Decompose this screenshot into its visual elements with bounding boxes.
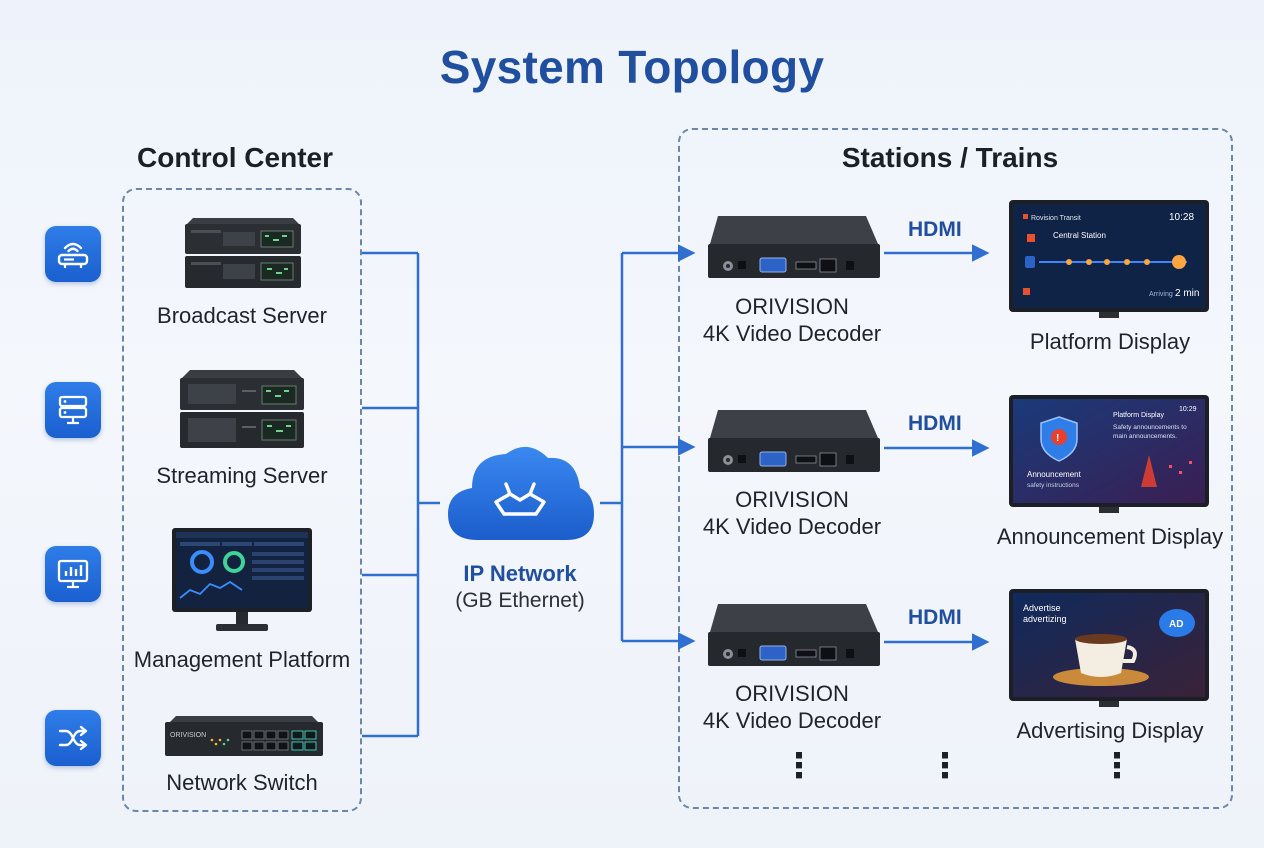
screen-time-text: 10:28	[1169, 212, 1194, 223]
ad-badge-text: AD	[1169, 619, 1183, 630]
decoder-brand-label: ORIVISION	[735, 294, 849, 319]
ip-network-label: IP Network	[463, 561, 577, 586]
screen-eta-text: 2 min	[1175, 288, 1199, 299]
broadcast-server-icon	[185, 218, 301, 288]
monitor-chart-icon	[45, 546, 101, 602]
control-center-frame	[122, 188, 362, 812]
advertising-display-icon: Advertise advertizing AD	[1009, 589, 1209, 707]
more-decoders-ellipsis: ⋮	[782, 747, 816, 785]
hdmi-link-label: HDMI	[908, 412, 962, 435]
streaming-server-label: Streaming Server	[156, 463, 328, 488]
screen-time-text: 10:29	[1179, 406, 1197, 413]
decoder-model-label: 4K Video Decoder	[702, 514, 882, 539]
screen-header-text: Rovision Transit	[1031, 215, 1081, 222]
stations-title: Stations / Trains	[841, 142, 1059, 173]
screen-title-text: Announcement	[1027, 470, 1082, 479]
cloud-network-icon	[448, 446, 594, 540]
server-icon	[45, 382, 101, 438]
alert-icon: !	[1056, 433, 1059, 444]
platform-display-label: Platform Display	[1029, 329, 1191, 354]
more-links-ellipsis: ⋮	[928, 747, 962, 785]
screen-sub-text: safety instructions	[1027, 482, 1080, 489]
ad-line2-text: advertizing	[1023, 614, 1067, 624]
screen-station-text: Central Station	[1053, 231, 1106, 240]
shuffle-switch-icon	[45, 710, 101, 766]
video-decoder-icon	[708, 216, 880, 278]
page-title: System Topology	[439, 41, 825, 93]
announcement-display-label: Announcement Display	[996, 524, 1224, 549]
network-switch-label: Network Switch	[166, 770, 318, 795]
ip-network-sublabel: (GB Ethernet)	[455, 589, 585, 612]
router-icon	[45, 226, 101, 282]
hdmi-link-label: HDMI	[908, 218, 962, 241]
management-platform-label: Management Platform	[133, 647, 351, 672]
screen-line-text: Safety announcements to	[1113, 424, 1187, 431]
management-monitor-icon	[172, 528, 312, 631]
decoder-model-label: 4K Video Decoder	[702, 708, 882, 733]
more-displays-ellipsis: ⋮	[1100, 747, 1134, 785]
platform-display-icon: Rovision Transit 10:28 Central Station A…	[1009, 200, 1209, 318]
stations-frame	[678, 128, 1233, 809]
video-decoder-icon	[708, 604, 880, 666]
screen-line-text: main announcements.	[1113, 433, 1177, 440]
screen-arrive-text: Arriving	[1149, 291, 1173, 298]
screen-header-text: Platform Display	[1113, 412, 1164, 419]
decoder-brand-label: ORIVISION	[735, 681, 849, 706]
decoder-model-label: 4K Video Decoder	[702, 321, 882, 346]
hdmi-link-label: HDMI	[908, 606, 962, 629]
network-switch-icon: ORIVISION	[165, 716, 323, 756]
decoder-brand-label: ORIVISION	[735, 487, 849, 512]
video-decoder-icon	[708, 410, 880, 472]
streaming-server-icon	[180, 370, 304, 448]
announcement-display-icon: ! Platform Display 10:29 Safety announce…	[1009, 395, 1209, 513]
broadcast-server-label: Broadcast Server	[157, 303, 327, 328]
ad-line1-text: Advertise	[1023, 603, 1061, 613]
advertising-display-label: Advertising Display	[1016, 718, 1204, 743]
switch-brand-text: ORIVISION	[170, 732, 206, 739]
control-center-title: Control Center	[137, 142, 333, 173]
